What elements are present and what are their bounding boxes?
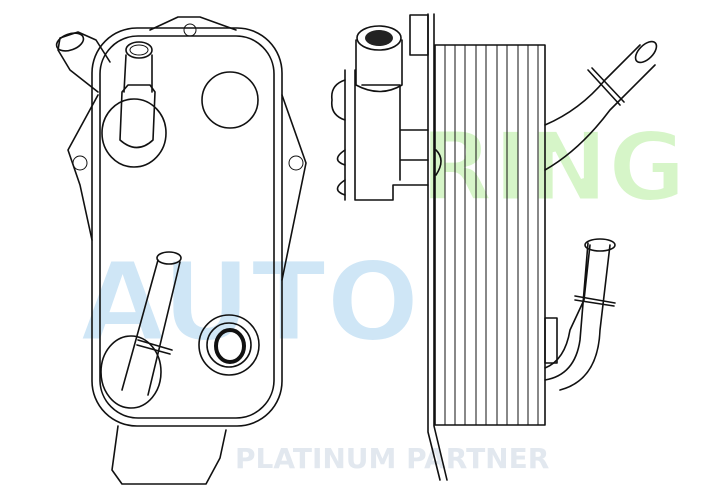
screw-icon (183, 23, 197, 37)
watermark-tagline: PLATINUM PARTNER (235, 442, 549, 475)
screw-icon (288, 155, 304, 171)
watermark-auto: AUTO (80, 238, 420, 366)
watermark-ring: RING (420, 113, 686, 223)
front-view (55, 16, 307, 485)
watermark: AUTO RING PLATINUM PARTNER (79, 112, 688, 476)
screw-icon (72, 155, 88, 171)
side-view (330, 13, 658, 481)
